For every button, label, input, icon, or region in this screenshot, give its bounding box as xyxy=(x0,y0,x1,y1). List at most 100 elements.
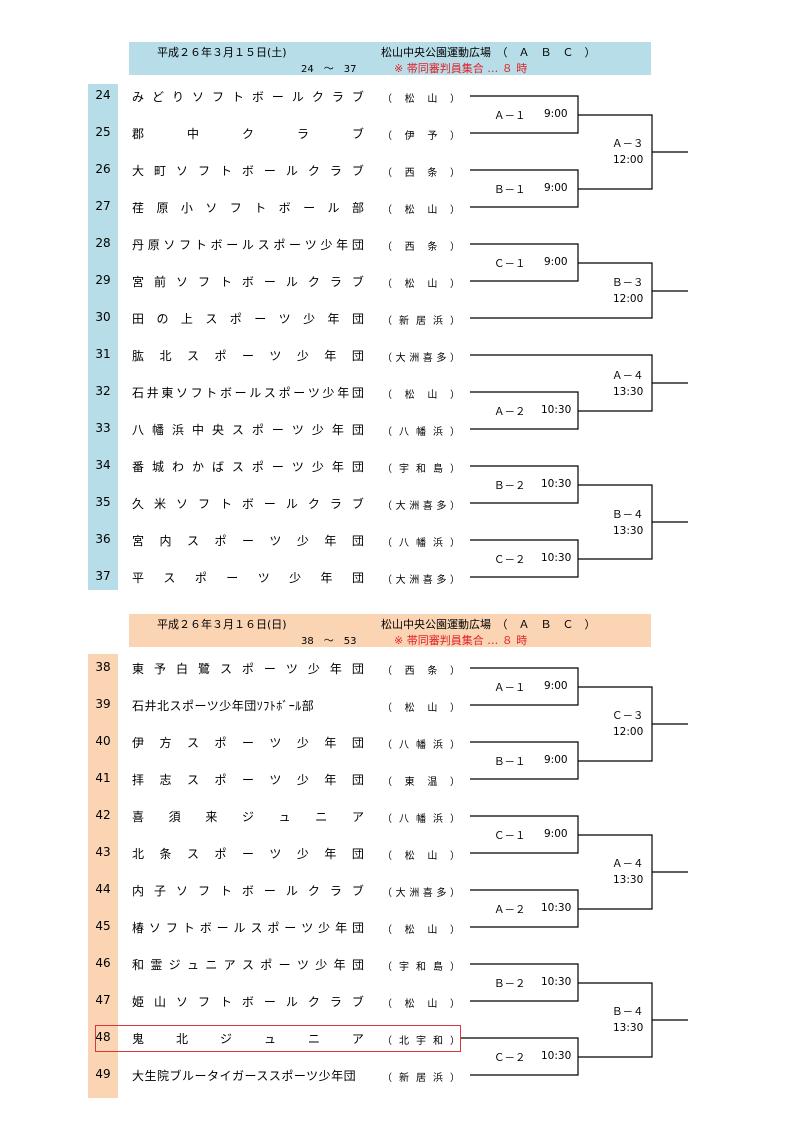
team-name: 肱北スポーツ少年団 xyxy=(132,349,364,363)
match-time: 9:00 xyxy=(544,754,568,766)
section2-header: 平成２６年３月１６日(日) 松山中央公園運動広場 （ Ａ Ｂ Ｃ ） 38 ～ … xyxy=(129,614,651,647)
match-time: 9:00 xyxy=(544,828,568,840)
match-code: Ｃ－２ xyxy=(494,554,526,566)
section1-number-column xyxy=(88,84,118,590)
team-city: （大洲喜多） xyxy=(382,353,460,364)
match-time: 10:30 xyxy=(541,902,572,914)
team-number: 31 xyxy=(95,347,111,361)
match-time: 12:00 xyxy=(613,726,644,738)
team-number: 39 xyxy=(95,697,111,711)
match-time: 13:30 xyxy=(613,874,644,886)
team-number: 35 xyxy=(95,495,111,509)
team-city: （松山） xyxy=(382,999,460,1010)
team-number: 49 xyxy=(95,1067,111,1081)
team-name: 郡中クラブ xyxy=(132,127,364,141)
team-name: 大生院ブルータイガーススポーツ少年団 xyxy=(132,1069,357,1083)
team-city: （西条） xyxy=(382,242,460,253)
match-code: Ａ－１ xyxy=(494,682,526,694)
team-city: （八幡浜） xyxy=(382,740,460,751)
match-code: Ａ－２ xyxy=(494,904,526,916)
team-city: （北宇和） xyxy=(382,1036,460,1047)
team-city: （東温） xyxy=(382,777,460,788)
section1-header: 平成２６年３月１５日(土) 松山中央公園運動広場 （ Ａ Ｂ Ｃ ） 24 ～ … xyxy=(129,42,651,75)
team-number: 30 xyxy=(95,310,111,324)
match-time: 10:30 xyxy=(541,478,572,490)
team-city: （松山） xyxy=(382,925,460,936)
team-city: （西条） xyxy=(382,168,460,179)
team-number: 46 xyxy=(95,956,111,970)
section1-venue: 松山中央公園運動広場 （ Ａ Ｂ Ｃ ） xyxy=(381,46,596,59)
match-code: Ｂ－２ xyxy=(494,480,526,492)
section1-date: 平成２６年３月１５日(土) xyxy=(157,46,287,59)
team-city: （大洲喜多） xyxy=(382,575,460,586)
team-number: 36 xyxy=(95,532,111,546)
match-time: 9:00 xyxy=(544,680,568,692)
team-city: （松山） xyxy=(382,94,460,105)
team-city: （八幡浜） xyxy=(382,814,460,825)
match-code: Ｂ－２ xyxy=(494,978,526,990)
team-number: 34 xyxy=(95,458,111,472)
match-time: 12:00 xyxy=(613,154,644,166)
match-time: 9:00 xyxy=(544,256,568,268)
match-time: 13:30 xyxy=(613,525,644,537)
team-name: 拝志スポーツ少年団 xyxy=(132,773,364,787)
team-number: 27 xyxy=(95,199,111,213)
team-name: 久米ソフトボールクラブ xyxy=(132,497,364,511)
match-time: 13:30 xyxy=(613,386,644,398)
highlight-box xyxy=(95,1025,461,1052)
match-code: Ｃ－１ xyxy=(494,258,526,270)
team-number: 48 xyxy=(95,1030,111,1044)
match-code: Ａ－１ xyxy=(494,110,526,122)
team-number: 32 xyxy=(95,384,111,398)
team-name: 北条スポーツ少年団 xyxy=(132,847,364,861)
team-city: （伊予） xyxy=(382,131,460,142)
match-code: Ｃ－２ xyxy=(494,1052,526,1064)
team-city: （大洲喜多） xyxy=(382,888,460,899)
team-number: 29 xyxy=(95,273,111,287)
match-code: Ｂ－３ xyxy=(612,277,644,289)
match-code: Ｂ－４ xyxy=(612,509,644,521)
match-time: 10:30 xyxy=(541,976,572,988)
team-number: 33 xyxy=(95,421,111,435)
team-city: （松山） xyxy=(382,703,460,714)
team-number: 45 xyxy=(95,919,111,933)
team-city: （松山） xyxy=(382,205,460,216)
team-number: 37 xyxy=(95,569,111,583)
team-name: 姫山ソフトボールクラブ xyxy=(132,995,364,1009)
team-name: 番城わかばスポーツ少年団 xyxy=(132,460,364,474)
team-name: みどりソフトボールクラブ xyxy=(132,90,364,104)
team-number: 43 xyxy=(95,845,111,859)
match-time: 10:30 xyxy=(541,404,572,416)
team-number: 47 xyxy=(95,993,111,1007)
team-name: 荏原小ソフトボール部 xyxy=(132,201,364,215)
team-name: 石井東ソフトボールスポーツ少年団 xyxy=(132,386,364,400)
match-time: 9:00 xyxy=(544,182,568,194)
match-time: 10:30 xyxy=(541,552,572,564)
team-number: 24 xyxy=(95,88,111,102)
team-number: 28 xyxy=(95,236,111,250)
team-name: 丹原ソフトボールスポーツ少年団 xyxy=(132,238,364,252)
section2-notice: ※ 帯同審判員集合 … ８ 時 xyxy=(394,634,528,647)
team-number: 44 xyxy=(95,882,111,896)
match-code: Ｂ－４ xyxy=(612,1006,644,1018)
team-name: 大町ソフトボールクラブ xyxy=(132,164,364,178)
team-number: 42 xyxy=(95,808,111,822)
match-time: 9:00 xyxy=(544,108,568,120)
section2-number-column xyxy=(88,654,118,1098)
team-city: （松山） xyxy=(382,851,460,862)
section1-notice: ※ 帯同審判員集合 … ８ 時 xyxy=(394,62,528,75)
team-city: （八幡浜） xyxy=(382,538,460,549)
team-name: 東予白鷺スポーツ少年団 xyxy=(132,662,364,676)
match-code: Ｃ－３ xyxy=(612,710,644,722)
team-name: 喜須来ジュニア xyxy=(132,810,364,824)
team-city: （八幡浜） xyxy=(382,427,460,438)
team-city: （新居浜） xyxy=(382,1073,460,1084)
team-name: 和霊ジュニアスポーツ少年団 xyxy=(132,958,364,972)
match-code: Ａ－４ xyxy=(612,370,644,382)
team-number: 26 xyxy=(95,162,111,176)
team-city: （大洲喜多） xyxy=(382,501,460,512)
team-name: 石井北スポーツ少年団ｿﾌﾄﾎﾞｰﾙ部 xyxy=(132,699,315,713)
match-code: Ａ－３ xyxy=(612,138,644,150)
team-number: 41 xyxy=(95,771,111,785)
